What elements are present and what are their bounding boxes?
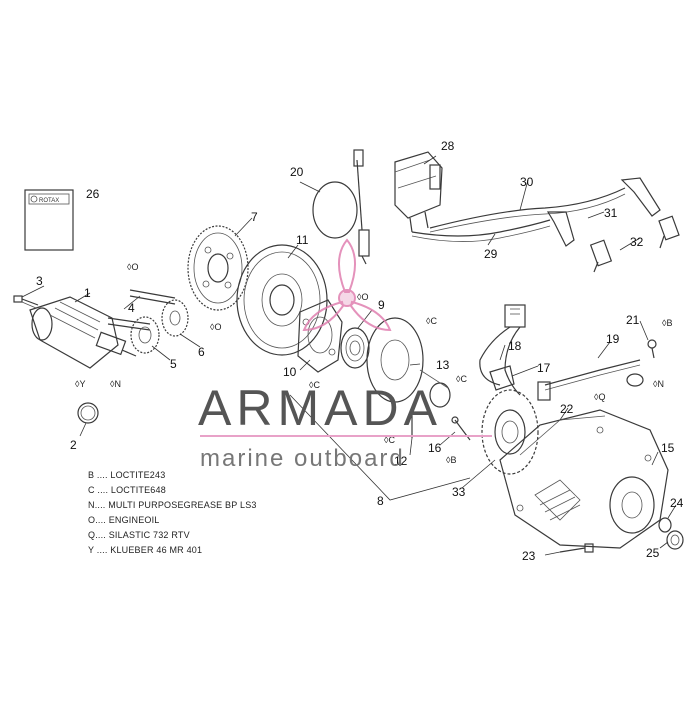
callout-9: 9 [378, 298, 385, 312]
callout-7: 7 [251, 210, 258, 224]
legend-line-3: N.... MULTI PURPOSEGREASE BP LS3 [88, 500, 257, 510]
symbol-b-16: ◊B [446, 455, 456, 465]
part-5-small-gear [130, 316, 160, 354]
callout-16: 16 [428, 441, 442, 455]
callout-22: 22 [560, 402, 574, 416]
part-15-cover [499, 409, 669, 549]
symbol-c-13a: ◊C [426, 316, 437, 326]
callout-5: 5 [170, 357, 177, 371]
symbol-c-10: ◊C [309, 380, 320, 390]
symbol-n-19: ◊N [653, 379, 664, 389]
part-21-screw [647, 339, 657, 359]
callout-21: 21 [626, 313, 640, 327]
part-26-manual: ROTAX [24, 189, 74, 251]
callout-20: 20 [290, 165, 304, 179]
callout-30: 30 [520, 175, 534, 189]
symbol-o-6: ◊O [210, 322, 221, 332]
callout-11: 11 [296, 233, 309, 247]
watermark-propeller-logo [302, 238, 392, 332]
symbol-o-9: ◊O [357, 292, 368, 302]
symbol-o-4: ◊O [127, 262, 138, 272]
callout-19: 19 [606, 332, 620, 346]
part-3-bolt [13, 295, 39, 309]
callout-17: 17 [537, 361, 551, 375]
part-6-medium-gear [161, 299, 189, 337]
callout-numbers: 1 2 3 4 5 6 7 8 9 10 11 12 13 15 16 17 1… [36, 139, 684, 563]
callout-25: 25 [646, 546, 660, 560]
symbol-q-22: ◊Q [594, 392, 605, 402]
legend-line-6: Y .... KLUEBER 46 MR 401 [88, 545, 202, 555]
symbol-b-21: ◊B [662, 318, 672, 328]
part-17-bracket [489, 365, 515, 391]
part-32-spark-plugs [589, 215, 680, 273]
part-20-sensor-wire [312, 149, 370, 265]
part-2-o-ring [77, 402, 99, 424]
callout-13: 13 [436, 358, 450, 372]
part-13-rotor [366, 317, 451, 408]
part-18-pickup [479, 304, 526, 396]
part-9-bearing [340, 327, 370, 369]
callout-24: 24 [670, 496, 684, 510]
part-33-stator [481, 389, 539, 475]
callout-26: 26 [86, 187, 100, 201]
part-23-bolt [559, 543, 594, 553]
symbol-n-1: ◊N [110, 379, 121, 389]
part-30-29-ht-leads [411, 187, 626, 242]
callout-4: 4 [128, 301, 135, 315]
part-24-25-plug [658, 517, 684, 550]
part-4-shafts [107, 289, 176, 331]
part-7-large-gear [187, 225, 249, 311]
watermark-brand: ARMADA [198, 380, 442, 436]
part-11-flywheel [236, 244, 328, 356]
symbol-c-12: ◊C [384, 435, 395, 445]
callout-29: 29 [484, 247, 498, 261]
lubricant-symbols: ◊O ◊O ◊O ◊Y ◊N ◊C ◊C ◊C ◊C ◊B ◊Q ◊B ◊N [75, 262, 672, 465]
callout-31: 31 [604, 206, 618, 220]
callout-28: 28 [441, 139, 455, 153]
part-31-plug-caps [546, 177, 661, 247]
symbol-c-13b: ◊C [456, 374, 467, 384]
legend-line-1: B .... LOCTITE243 [88, 470, 165, 480]
legend-line-4: O.... ENGINEOIL [88, 515, 160, 525]
callout-32: 32 [630, 235, 644, 249]
part-19-harness [537, 359, 644, 401]
callout-1: 1 [84, 286, 91, 300]
callout-2: 2 [70, 438, 77, 452]
callout-8: 8 [377, 494, 384, 508]
watermark: ARMADA marine outboard [198, 238, 492, 472]
callout-10: 10 [283, 365, 297, 379]
lubricant-legend: B .... LOCTITE243 C .... LOCTITE648 N...… [88, 470, 257, 555]
callout-33: 33 [452, 485, 466, 499]
callout-12: 12 [394, 454, 408, 468]
manual-logo: ROTAX [39, 198, 59, 204]
callout-6: 6 [198, 345, 205, 359]
legend-line-5: Q.... SILASTIC 732 RTV [88, 530, 190, 540]
part-1-starter-motor [29, 296, 137, 369]
callout-18: 18 [508, 339, 522, 353]
callout-23: 23 [522, 549, 536, 563]
callout-15: 15 [661, 441, 675, 455]
callout-3: 3 [36, 274, 43, 288]
legend-line-2: C .... LOCTITE648 [88, 485, 166, 495]
watermark-tagline: marine outboard [200, 445, 405, 472]
leader-lines [21, 155, 677, 556]
part-28-ignition-coil [394, 151, 443, 233]
symbol-y-1: ◊Y [75, 379, 85, 389]
